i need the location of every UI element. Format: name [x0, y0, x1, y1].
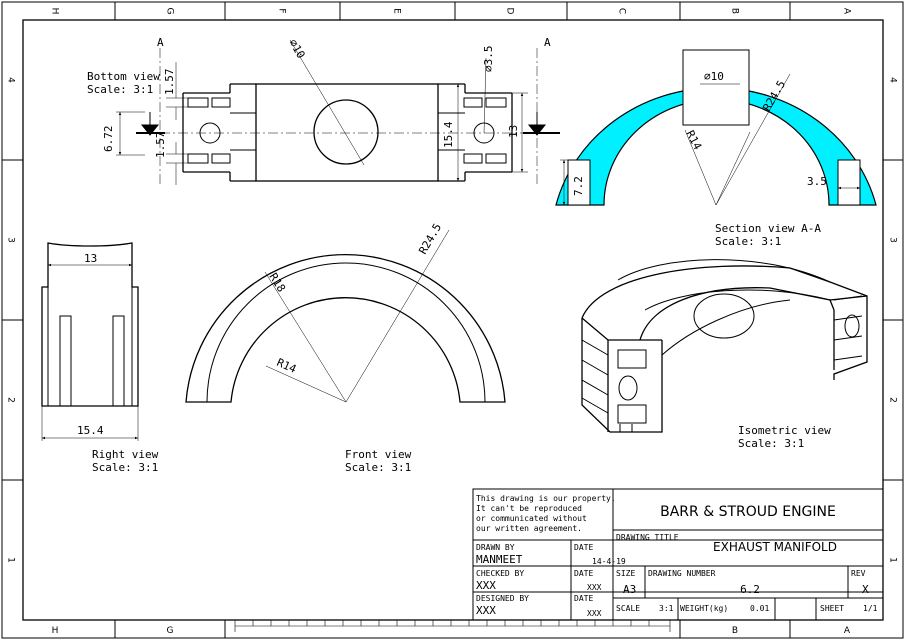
checked-by-label: CHECKED BY [476, 569, 524, 578]
sheet-label: SHEET [820, 604, 844, 613]
dim-bottom-13: 13 [507, 125, 520, 138]
zone-row-label: 3 [6, 237, 16, 243]
notice-line: It can't be reproduced [476, 504, 582, 513]
zone-col-label: B [730, 8, 740, 14]
zone-col-label: B [732, 626, 738, 636]
dim-front-r24-5: R24.5 [416, 221, 444, 256]
size-label: SIZE [616, 569, 635, 578]
section-mark-right: A [544, 36, 551, 49]
zone-col-label: A [844, 626, 851, 636]
isometric-view: Isometric view Scale: 3:1 [581, 259, 868, 450]
dim-section-3-5: 3.5 [807, 175, 827, 188]
dim-bottom-hole-large: ⌀10 [286, 37, 307, 61]
zone-row-label: 2 [888, 397, 898, 403]
drawing-number-label: DRAWING NUMBER [648, 569, 716, 578]
section-mark-left: A [157, 36, 164, 49]
drawn-date-label: DATE [574, 543, 593, 552]
zone-col-label: F [277, 8, 287, 13]
drawing-number: 6.2 [740, 583, 760, 596]
zone-row-label: 1 [888, 557, 898, 563]
dim-section-r14: R14 [683, 128, 704, 152]
zone-col-label: G [165, 8, 175, 15]
designed-date-label: DATE [574, 594, 593, 603]
right-view-title: Right view [92, 448, 159, 461]
drawn-by-label: DRAWN BY [476, 543, 515, 552]
drawing-title: EXHAUST MANIFOLD [713, 540, 837, 554]
dim-section-7-2: 7.2 [572, 176, 585, 196]
bottom-view-title: Bottom view [87, 70, 160, 83]
sheet: 1/1 [863, 604, 878, 613]
dim-bottom-1-57-top: 1.57 [163, 69, 176, 96]
notice-line: our written agreement. [476, 524, 582, 533]
rev: X [862, 583, 869, 596]
dim-right-15-4: 15.4 [77, 424, 104, 437]
drawn-date: 14-4-19 [592, 557, 626, 566]
checked-date: XXX [587, 583, 602, 592]
checked-date-label: DATE [574, 569, 593, 578]
dim-front-r14: R14 [275, 356, 299, 376]
dim-bottom-6-72: 6.72 [102, 126, 115, 153]
zone-labels-rows: 4 3 2 1 4 3 2 1 [6, 77, 898, 563]
checked-by: XXX [476, 579, 496, 592]
front-view-title: Front view [345, 448, 412, 461]
right-view-scale: Scale: 3:1 [92, 461, 158, 474]
designed-date: XXX [587, 609, 602, 618]
dim-right-13: 13 [84, 252, 97, 265]
zone-col-label: C [617, 8, 627, 14]
zone-col-label: E [392, 8, 402, 14]
title-block: This drawing is our property. It can't b… [472, 488, 884, 621]
zone-row-label: 4 [888, 77, 898, 83]
weight: 0.01 [750, 604, 769, 613]
drawn-by: MANMEET [476, 553, 523, 566]
zone-col-label: H [50, 8, 60, 15]
front-view-scale: Scale: 3:1 [345, 461, 411, 474]
zone-row-label: 3 [888, 237, 898, 243]
dim-bottom-15-4: 15.4 [442, 121, 455, 148]
zone-labels-top: H G F E D C B A [50, 8, 852, 15]
notice-line: This drawing is our property. [476, 494, 616, 503]
section-view-title: Section view A-A [715, 222, 821, 235]
company-name: BARR & STROUD ENGINE [660, 504, 836, 520]
front-view: R24.5 R18 R14 Front view Scale: 3:1 [185, 221, 506, 474]
bottom-view: A A ⌀10 ⌀3.5 1.57 1.57 6.72 [87, 36, 560, 185]
drawing-title-label: DRAWING TITLE [616, 533, 679, 542]
zone-col-label: G [167, 626, 174, 636]
right-view: 13 15.4 Right view Scale: 3:1 [41, 242, 159, 474]
scale-label: SCALE [616, 604, 640, 613]
dim-section-hole: ⌀10 [704, 70, 724, 83]
designed-by: XXX [476, 604, 496, 617]
zone-row-label: 1 [6, 557, 16, 563]
notice-line: or communicated without [476, 514, 587, 523]
zone-col-label: H [52, 626, 59, 636]
section-view-aa: ⌀10 R24.5 R14 7.2 3.5 Section view A-A S… [555, 49, 877, 248]
zone-row-label: 2 [6, 397, 16, 403]
isometric-view-scale: Scale: 3:1 [738, 437, 804, 450]
bottom-large-hole [313, 99, 379, 165]
dim-bottom-1-57-bottom: 1.57 [154, 132, 167, 159]
zone-row-label: 4 [6, 77, 16, 83]
size: A3 [623, 583, 636, 596]
rev-label: REV [851, 569, 866, 578]
designed-by-label: DESIGNED BY [476, 594, 529, 603]
weight-label: WEIGHT(kg) [680, 604, 728, 613]
zone-col-label: A [842, 8, 852, 15]
bottom-view-scale: Scale: 3:1 [87, 83, 153, 96]
section-view-scale: Scale: 3:1 [715, 235, 781, 248]
zone-labels-bottom: H G B A [52, 626, 851, 636]
zone-col-label: D [505, 8, 515, 15]
scale: 3:1 [659, 604, 674, 613]
isometric-view-title: Isometric view [738, 424, 831, 437]
dim-bottom-hole-small: ⌀3.5 [482, 46, 495, 73]
